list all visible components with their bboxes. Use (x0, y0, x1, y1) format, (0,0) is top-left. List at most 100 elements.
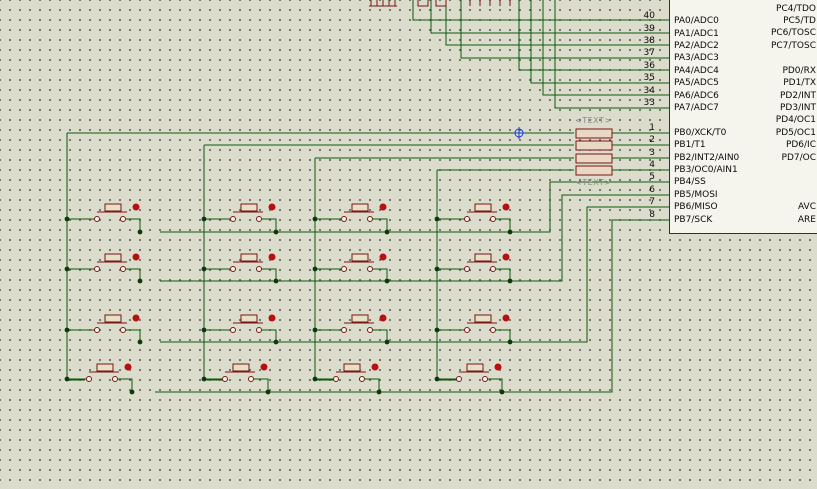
junction-dot (129, 389, 135, 395)
switch-contact (94, 266, 100, 272)
pin-label: PB0/XCK/T0 (674, 128, 727, 138)
junction-dot (273, 339, 279, 345)
pin-label: PD5/OC1 (775, 128, 816, 138)
switch-contact (120, 327, 126, 333)
pin-dot (124, 363, 132, 371)
pin-number: 7 (649, 197, 655, 207)
resistor-array (575, 128, 613, 176)
junction-dot (434, 216, 440, 222)
junction-dot (201, 216, 207, 222)
junction-dot (376, 389, 382, 395)
pin-label: PB4/SS (674, 177, 706, 187)
pin-label: AVC (797, 202, 816, 212)
switch-contact (86, 376, 92, 382)
push-button-switch (437, 203, 511, 232)
switch-contact (230, 216, 236, 222)
junction-dot (64, 266, 70, 272)
switch-cap (474, 203, 492, 212)
push-button-switch (204, 253, 277, 281)
pin-label: PA7/ADC7 (674, 103, 719, 113)
switch-lead (372, 329, 388, 342)
switch-contact (112, 376, 118, 382)
switch-lead (495, 329, 511, 342)
pin-label: PC7/TOSC (770, 41, 816, 51)
switch-contact (120, 266, 126, 272)
pin-label: PA3/ADC3 (674, 53, 719, 63)
pa-bus-wire (518, 0, 669, 71)
push-button-switch (315, 203, 388, 232)
pin-number: 37 (643, 48, 655, 58)
switch-cap (351, 314, 369, 323)
pin-number: 35 (643, 73, 655, 83)
resistor (575, 128, 613, 139)
switch-contact (464, 216, 470, 222)
junction-dot (507, 339, 513, 345)
junction-dot (507, 278, 513, 284)
pin-number: 4 (649, 160, 655, 170)
switch-contact (341, 327, 347, 333)
push-button-switch (67, 363, 133, 392)
pin-label: PA4/ADC4 (674, 66, 719, 76)
top-stub (435, 0, 447, 7)
pin-label: PB1/T1 (674, 140, 706, 150)
junction-dot (384, 229, 390, 235)
switch-lead (125, 329, 141, 342)
switch-contact (490, 216, 496, 222)
pin-label: PA5/ADC5 (674, 78, 719, 88)
switch-lead (125, 218, 141, 232)
pin-number: 34 (643, 86, 655, 96)
junction-dot (201, 266, 207, 272)
pin-label: PD1/TX (783, 78, 816, 88)
switch-contact (359, 376, 365, 382)
pin-label: PC5/TD (783, 16, 816, 26)
push-button-switch (204, 314, 277, 342)
pin-label: PD7/OC (781, 153, 816, 163)
switch-lead (487, 378, 503, 392)
pin-number: 39 (643, 24, 655, 34)
pin-number: 6 (649, 185, 655, 195)
pin-label: PB6/MISO (674, 202, 718, 212)
switch-contact (230, 327, 236, 333)
switch-contact (464, 266, 470, 272)
pa-bus-wire (460, 0, 669, 59)
pin-dot (268, 253, 276, 261)
switch-contact (490, 327, 496, 333)
pin-label: ARE (797, 215, 816, 225)
switch-contact (94, 327, 100, 333)
switch-contact (94, 216, 100, 222)
mcu-body[interactable] (669, 0, 817, 234)
switch-cap (240, 203, 258, 212)
junction-dot (64, 376, 70, 382)
push-button-switch (315, 363, 380, 392)
pin-label: PD3/INT (780, 103, 816, 113)
switch-contact (341, 216, 347, 222)
switch-contact (464, 327, 470, 333)
switch-contact (222, 376, 228, 382)
text-tag-bottom: <TEXT> (575, 178, 612, 187)
switch-lead (253, 378, 269, 392)
switch-contact (120, 216, 126, 222)
push-button-switch (204, 203, 277, 232)
pin-dot (502, 203, 510, 211)
pin-dot (494, 363, 502, 371)
resistor (575, 153, 613, 164)
push-button-switch (67, 203, 141, 232)
pin-label: PA2/ADC2 (674, 41, 719, 51)
switch-cap (466, 363, 484, 372)
switch-contact (367, 266, 373, 272)
junction-dot (137, 278, 143, 284)
switch-lead (495, 268, 511, 281)
junction-dot (499, 389, 505, 395)
pin-label: PA1/ADC1 (674, 29, 719, 39)
switch-cap (351, 253, 369, 262)
probe-marker[interactable] (513, 127, 525, 139)
switch-contact (256, 327, 262, 333)
junction-dot (434, 376, 440, 382)
push-button-switch (315, 314, 388, 342)
switch-cap (474, 253, 492, 262)
pin-label: PA6/ADC6 (674, 91, 719, 101)
switch-lead (117, 378, 133, 392)
pin-dot (502, 314, 510, 322)
junction-dot (312, 266, 318, 272)
